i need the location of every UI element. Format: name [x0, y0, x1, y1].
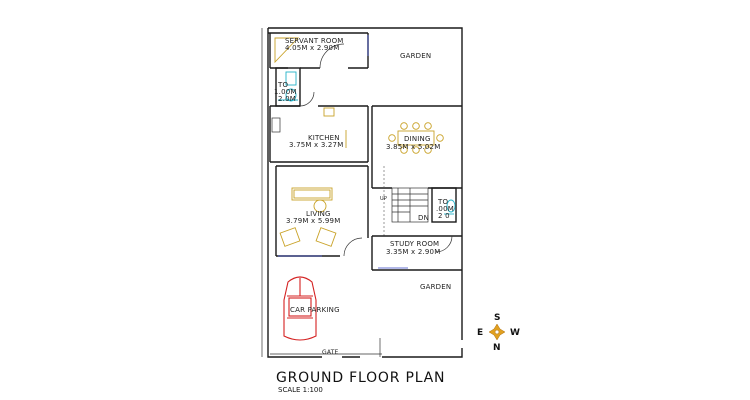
study-name: STUDY ROOM	[390, 240, 439, 248]
compass-east: E	[477, 328, 483, 338]
servant-room-dims: 4.05M x 2.90M	[285, 44, 339, 52]
toilet-name: TO	[277, 81, 288, 89]
garden-bottom-label: GARDEN	[420, 283, 451, 291]
toilet-right-dims-2: 2 0	[438, 212, 450, 220]
toilet-right: TO .00M 2 0	[431, 187, 457, 223]
servant-room: SERVANT ROOM 4.05M x 2.90M	[268, 32, 369, 69]
compass-north: N	[493, 343, 501, 353]
living-dims: 3.79M x 5.99M	[286, 217, 340, 225]
living-room: LIVING 3.79M x 5.99M	[275, 165, 369, 257]
dining-room: DINING 3.85M x 5.02M	[371, 105, 462, 189]
garden-top-label: GARDEN	[400, 52, 431, 60]
toilet-dims-2: 2.0M	[278, 95, 296, 103]
compass: S E W N	[477, 313, 520, 353]
stair-up-label: UP	[380, 196, 387, 202]
parking-label: CAR PARKING	[290, 306, 340, 314]
kitchen-dims: 3.75M x 3.27M	[289, 141, 343, 149]
dining-dims: 3.85M x 5.02M	[386, 143, 440, 151]
dining-name: DINING	[404, 135, 431, 143]
compass-south: S	[494, 313, 500, 323]
toilet-right-name: TO	[437, 198, 448, 206]
plan-title: GROUND FLOOR PLAN	[276, 370, 445, 386]
living-name: LIVING	[306, 210, 331, 218]
toilet-dims: 1.00M	[274, 88, 297, 96]
car-parking: CAR PARKING	[283, 276, 340, 341]
kitchen-name: KITCHEN	[308, 134, 340, 142]
study-room: STUDY ROOM 3.35M x 2.90M	[371, 235, 462, 271]
servant-room-name: SERVANT ROOM	[285, 37, 344, 45]
staircase: UP DN	[380, 166, 429, 236]
toilet-right-dims: .00M	[436, 205, 454, 213]
gate-label: GATE	[322, 349, 339, 356]
plan-scale: SCALE 1:100	[278, 386, 323, 394]
kitchen: KITCHEN 3.75M x 3.27M	[269, 91, 369, 163]
compass-west: W	[510, 328, 520, 338]
toilet: TO 1.00M 2.0M	[274, 67, 301, 107]
stair-dn-label: DN	[418, 214, 429, 222]
study-dims: 3.35M x 2.90M	[386, 248, 440, 256]
